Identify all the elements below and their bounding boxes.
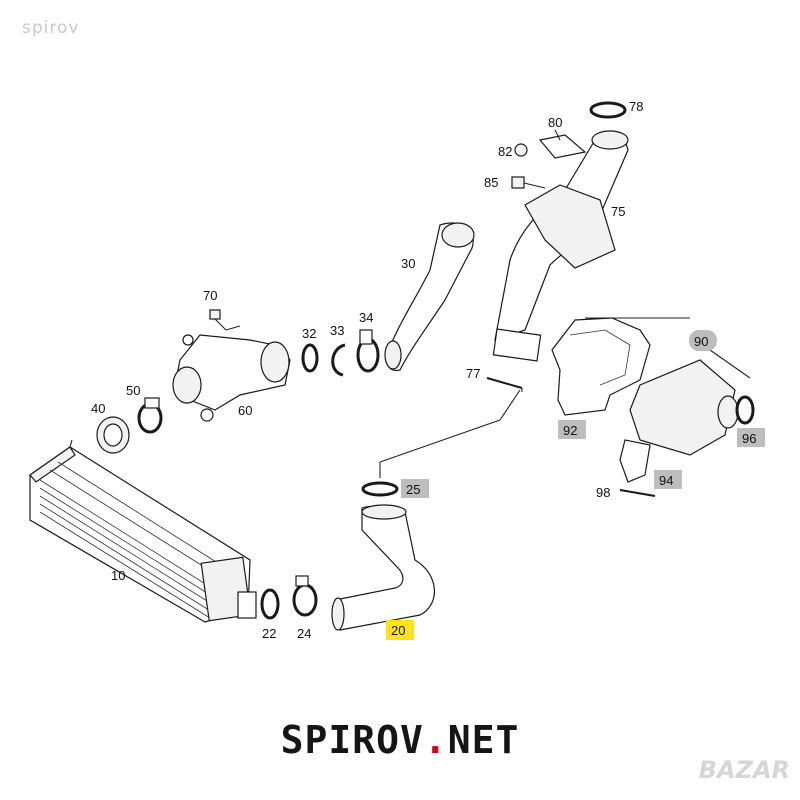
part-intercooler[interactable] [29,439,257,623]
brand-logo: SPIROV.NET [0,718,800,762]
part-label-10[interactable]: 10 [111,568,125,583]
part-bolt-85[interactable] [511,176,546,189]
part-label-30[interactable]: 30 [401,256,415,271]
part-label-32[interactable]: 32 [302,326,316,341]
part-label-90[interactable]: 90 [694,334,708,349]
part-label-60[interactable]: 60 [238,403,252,418]
part-pipe-75[interactable] [492,130,629,362]
part-label-98[interactable]: 98 [596,485,610,500]
part-label-92[interactable]: 92 [563,423,577,438]
label-highlight-94 [654,470,682,489]
part-clamp-50[interactable] [137,397,163,434]
brand-dot: . [423,718,448,762]
part-label-50[interactable]: 50 [126,383,140,398]
part-label-75[interactable]: 75 [611,204,625,219]
brand-tld: NET [447,718,520,762]
bazar-badge: BAZAR [698,756,790,784]
part-label-94[interactable]: 94 [659,473,673,488]
part-label-25[interactable]: 25 [406,482,420,497]
part-label-20[interactable]: 20 [391,623,405,638]
leader-line [709,349,751,379]
part-label-24[interactable]: 24 [297,626,311,641]
part-ring-32[interactable] [301,343,319,373]
part-label-80[interactable]: 80 [548,115,562,130]
part-ring-78[interactable] [589,101,627,119]
leader-line [379,419,501,463]
part-clamp-24[interactable] [292,575,318,617]
part-ring-96[interactable] [735,395,755,425]
part-clip-33[interactable] [331,343,346,377]
part-ring-22[interactable] [260,588,280,620]
part-label-96[interactable]: 96 [742,431,756,446]
part-bolt-70[interactable] [209,309,241,331]
part-sleeve-40[interactable] [96,416,130,454]
part-hose-30[interactable] [384,222,475,372]
part-label-33[interactable]: 33 [330,323,344,338]
label-highlight-96 [737,428,765,447]
part-label-70[interactable]: 70 [203,288,217,303]
part-clamp-98[interactable] [619,489,656,497]
label-highlight-90 [689,330,717,351]
part-clamp-77[interactable] [486,377,523,392]
part-label-78[interactable]: 78 [629,99,643,114]
label-highlight-20 [386,620,414,640]
part-housing-60[interactable] [172,334,291,422]
part-ring-25[interactable] [361,481,399,497]
leader-line [499,389,521,421]
label-highlight-92 [558,420,586,439]
part-actuator-94[interactable] [619,359,739,483]
part-label-40[interactable]: 40 [91,401,105,416]
part-hose-20[interactable] [331,504,435,631]
part-cover-92[interactable] [551,317,651,416]
part-label-77[interactable]: 77 [466,366,480,381]
brand-name: SPIROV [280,718,424,762]
part-bolt-82[interactable] [514,143,528,157]
part-clamp-34[interactable] [356,329,380,373]
label-highlight-25 [401,479,429,498]
watermark-text: spirov [22,18,80,38]
part-label-82[interactable]: 82 [498,144,512,159]
part-label-22[interactable]: 22 [262,626,276,641]
part-label-34[interactable]: 34 [359,310,373,325]
part-label-85[interactable]: 85 [484,175,498,190]
part-bracket-80[interactable] [538,129,587,159]
